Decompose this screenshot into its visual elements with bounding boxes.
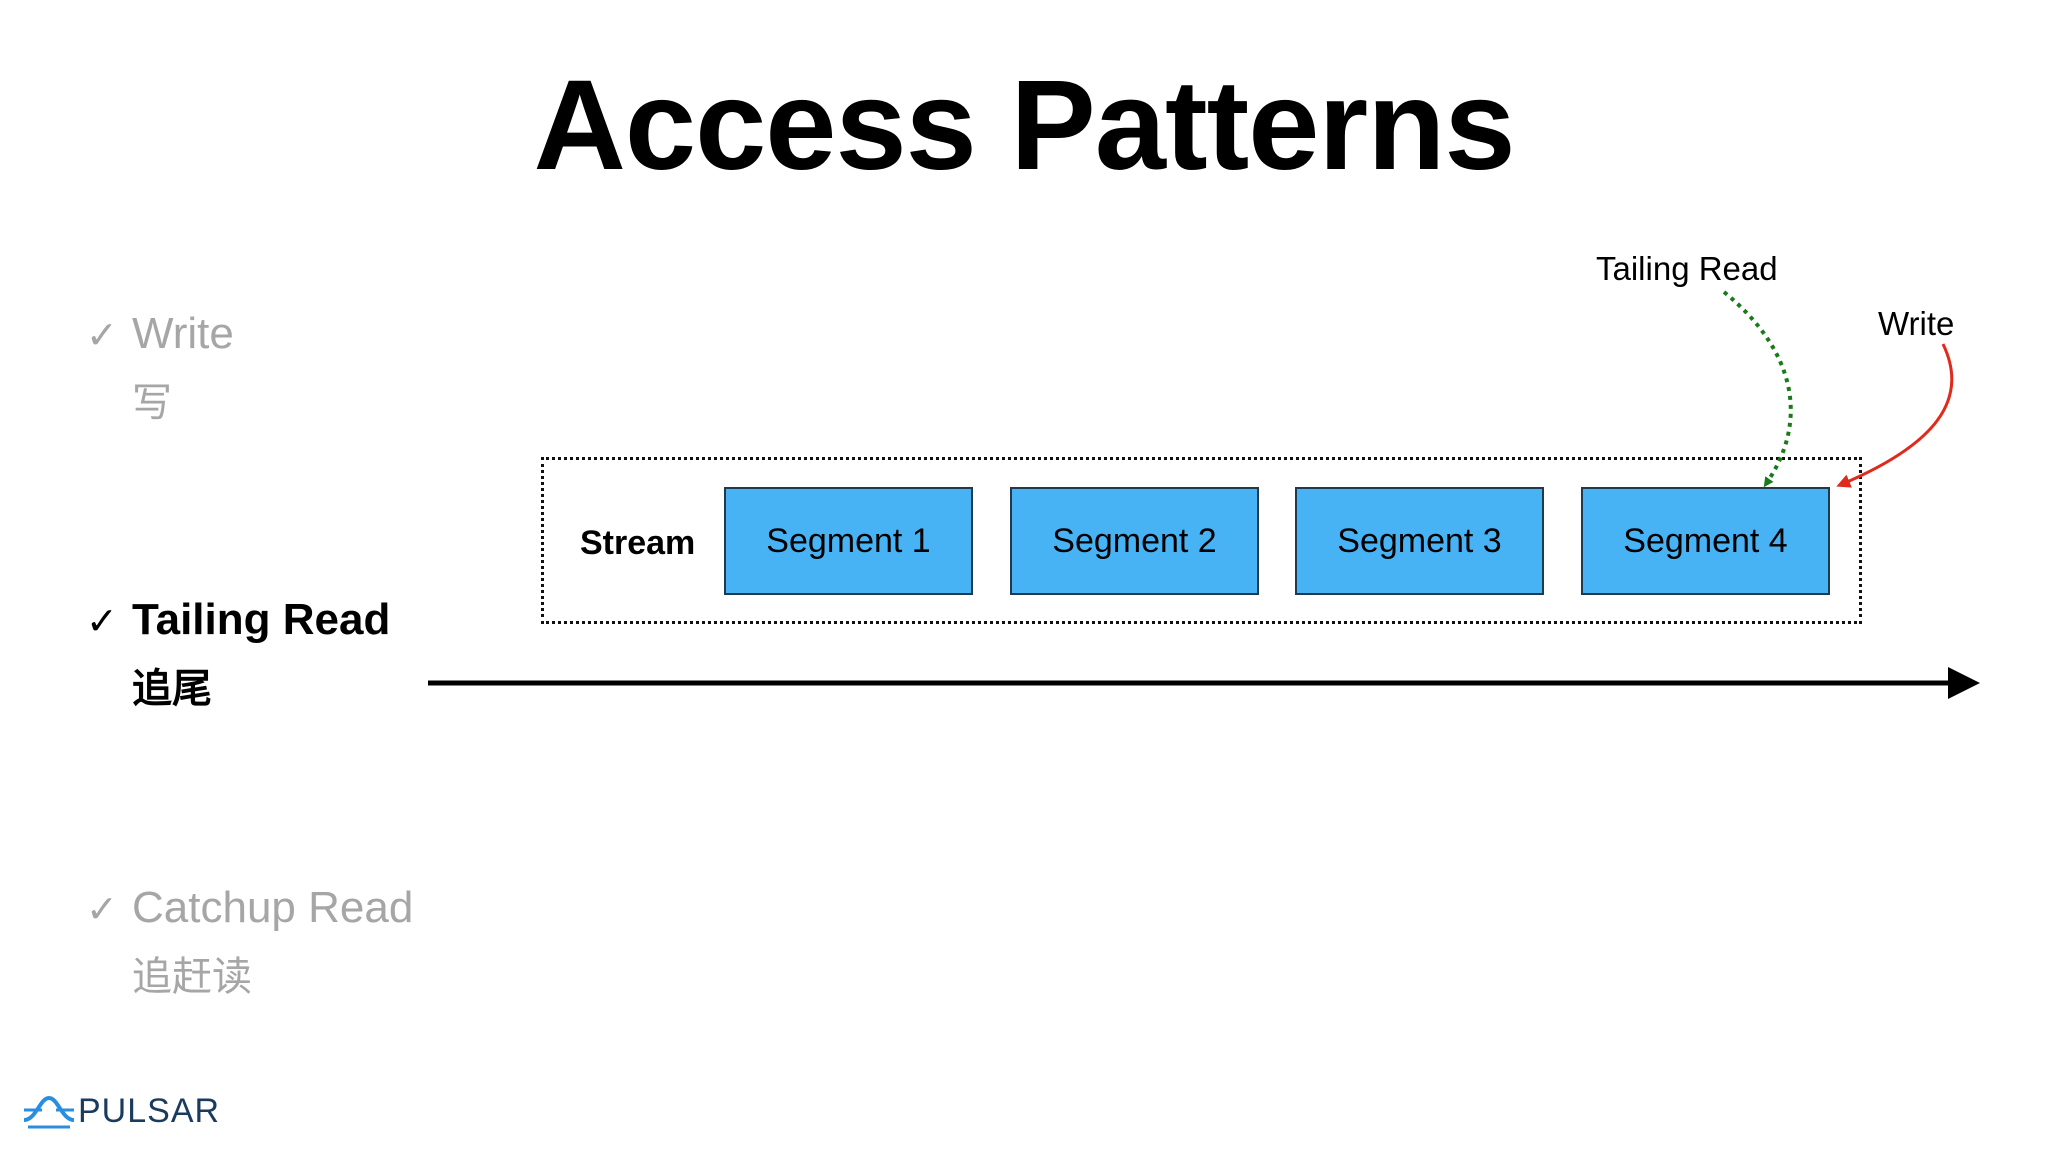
tailing-read-annotation: Tailing Read xyxy=(1596,250,1778,287)
segment-2: Segment 2 xyxy=(1010,487,1259,595)
stream-container xyxy=(541,457,1862,624)
check-icon: ✓ xyxy=(86,313,118,357)
logo-text: PULSAR xyxy=(78,1092,221,1130)
check-icon: ✓ xyxy=(86,887,118,931)
check-icon: ✓ xyxy=(86,599,118,643)
pattern-write: ✓ Write 写 xyxy=(86,309,234,426)
pattern-tailing-read: ✓ Tailing Read 追尾 xyxy=(86,595,391,712)
pattern-label: Write xyxy=(132,309,234,358)
segment-3: Segment 3 xyxy=(1295,487,1544,595)
slide-title: Access Patterns xyxy=(533,54,1515,197)
write-arrow xyxy=(1836,343,1954,488)
pulsar-wave-icon xyxy=(23,1095,75,1128)
write-annotation: Write xyxy=(1878,305,1955,342)
tailing-read-arrow xyxy=(1722,290,1793,488)
pattern-label-cn: 追尾 xyxy=(132,666,212,712)
pattern-label-cn: 写 xyxy=(132,380,172,426)
segment-4: Segment 4 xyxy=(1581,487,1830,595)
pulsar-logo: PULSAR xyxy=(22,1092,220,1131)
pattern-label: Catchup Read xyxy=(132,883,414,932)
stream-label: Stream xyxy=(580,524,696,562)
pattern-catchup-read: ✓ Catchup Read 追赶读 xyxy=(86,883,414,1000)
pattern-label: Tailing Read xyxy=(132,595,391,644)
segment-1: Segment 1 xyxy=(724,487,973,595)
pattern-label-cn: 追赶读 xyxy=(132,954,252,1000)
